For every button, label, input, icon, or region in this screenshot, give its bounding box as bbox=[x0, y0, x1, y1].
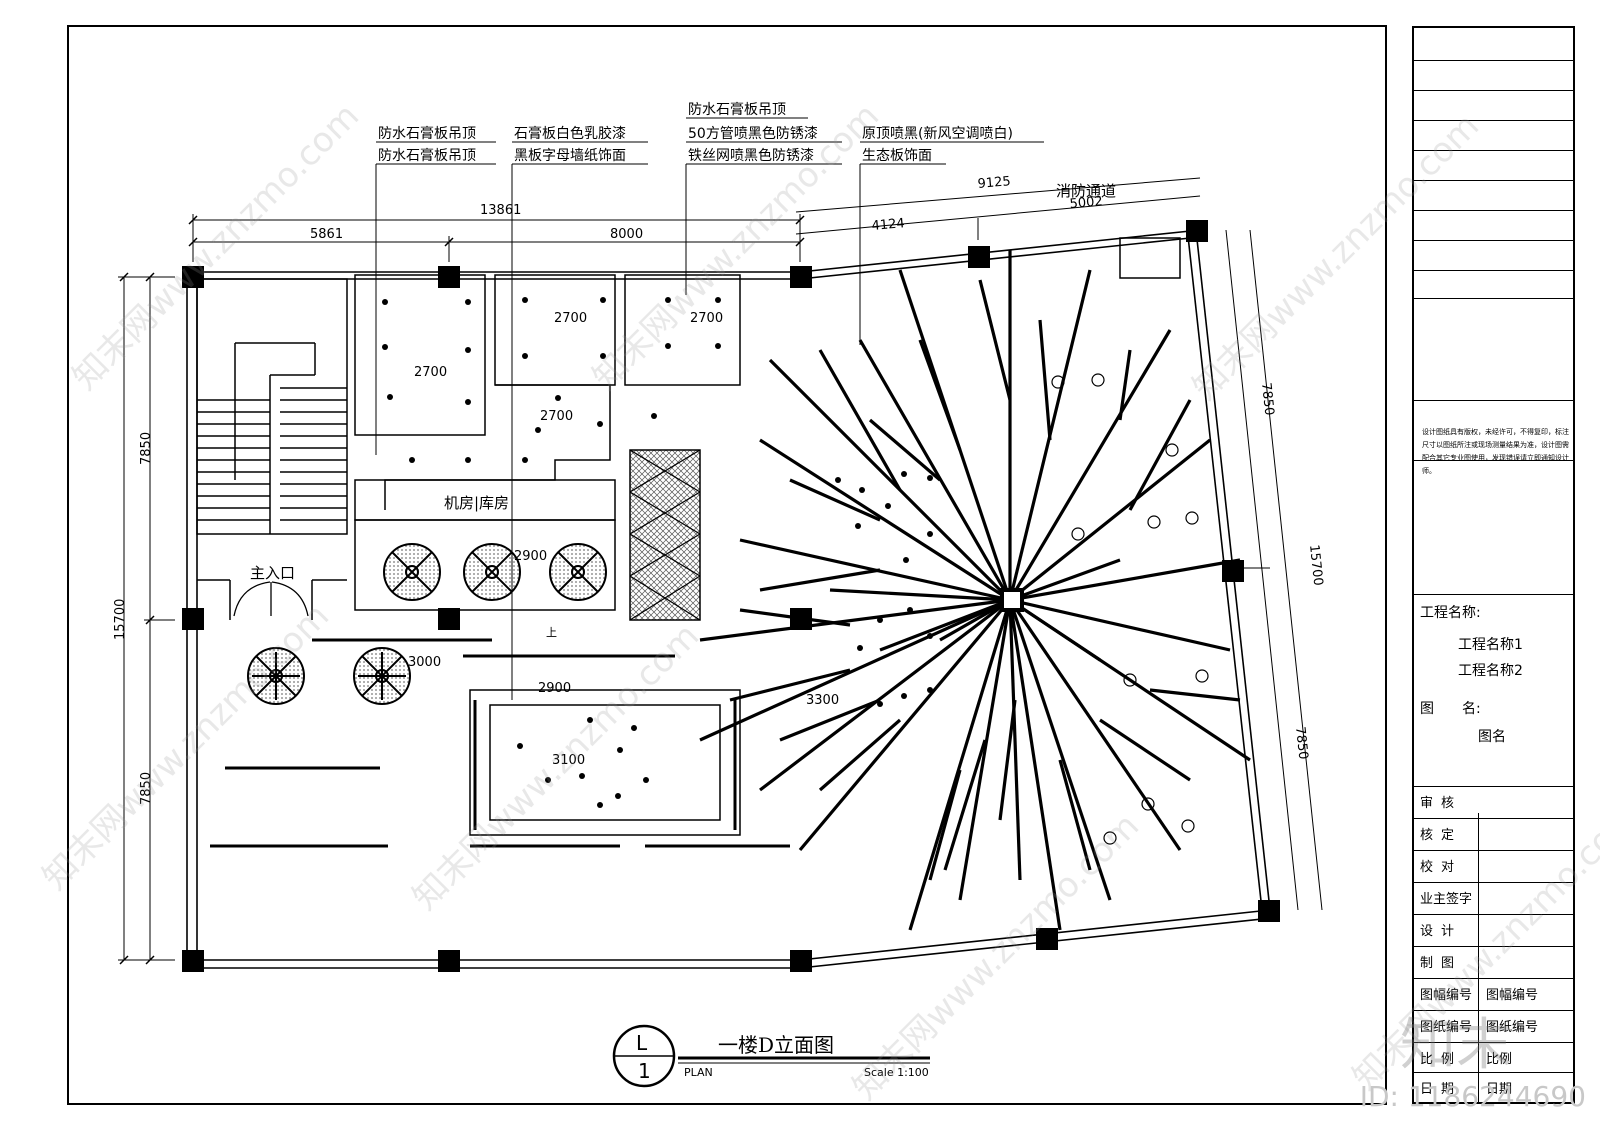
ceiling-fans bbox=[247, 543, 607, 705]
annotation-4-line2: 生态板饰面 bbox=[862, 148, 932, 164]
dim-right-total: 15700 bbox=[1306, 544, 1325, 587]
annotation-2-line2: 黑板字母墙纸饰面 bbox=[514, 148, 626, 164]
dim-left-upper: 7850 bbox=[139, 432, 154, 465]
dimension-lines bbox=[118, 177, 1323, 961]
row-label-drafting: 制图 bbox=[1420, 956, 1463, 971]
row-value-scale: 比例 bbox=[1486, 1052, 1513, 1067]
row-label-date: 日期 bbox=[1420, 1082, 1463, 1097]
machine-room-label: 机房|库房 bbox=[444, 494, 509, 512]
plan-label: PLAN bbox=[684, 1066, 713, 1079]
dim-top-left: 5861 bbox=[310, 227, 343, 242]
dim-left-total: 15700 bbox=[113, 599, 128, 640]
spot-lights bbox=[382, 297, 933, 808]
row-label-owner: 业主签字 bbox=[1420, 892, 1473, 907]
row-label-check: 校对 bbox=[1420, 860, 1463, 875]
row-label-drawing-no: 图纸编号 bbox=[1420, 1020, 1473, 1035]
height-label: 2900 bbox=[514, 549, 547, 564]
row-label-scale: 比例 bbox=[1420, 1052, 1463, 1067]
mesh-shaft-braces bbox=[629, 449, 701, 621]
height-label: 2700 bbox=[414, 365, 447, 380]
room-labels: 机房|库房 主入口 消防通道 上 bbox=[250, 182, 1116, 639]
drawing-frame bbox=[67, 25, 1387, 1105]
height-label: 2700 bbox=[540, 409, 573, 424]
title-symbol-top: L bbox=[636, 1031, 648, 1055]
dimension-labels: 13861 5861 8000 9125 4124 5002 7850 1570… bbox=[113, 174, 1325, 805]
height-label: 2700 bbox=[690, 311, 723, 326]
project-name-1: 工程名称1 bbox=[1458, 637, 1523, 653]
row-label-design: 设计 bbox=[1420, 924, 1463, 939]
dim-left-lower: 7850 bbox=[139, 772, 154, 805]
title-symbol-bottom: 1 bbox=[638, 1059, 651, 1083]
row-value-drawing-no: 图纸编号 bbox=[1486, 1020, 1539, 1035]
drawing-name: 图名 bbox=[1478, 729, 1506, 745]
dim-right-upper: 7850 bbox=[1258, 382, 1276, 416]
title-block: 设计图纸具有版权，未经许可，不得复印，标注尺寸以图纸所注或现场测量结果为准，设计… bbox=[1412, 26, 1575, 1104]
height-label: 3000 bbox=[408, 655, 441, 670]
height-label: 2700 bbox=[554, 311, 587, 326]
dim-top-total: 13861 bbox=[480, 203, 521, 218]
annotation-3-line2: 铁丝网喷黑色防锈漆 bbox=[688, 147, 814, 164]
row-label-review: 审核 bbox=[1420, 796, 1463, 811]
row-label-sheet-size: 图幅编号 bbox=[1420, 988, 1473, 1003]
scale-label: Scale 1:100 bbox=[864, 1066, 929, 1079]
height-label: 2900 bbox=[538, 681, 571, 696]
drawing-title-block: L 1 一楼D立面图 PLAN Scale 1:100 bbox=[612, 1024, 930, 1088]
dimension-ticks bbox=[119, 215, 805, 965]
drawing-title: 一楼D立面图 bbox=[718, 1033, 834, 1057]
project-label: 工程名称: bbox=[1420, 605, 1481, 621]
downlights bbox=[1051, 373, 1209, 845]
dim-top-right: 8000 bbox=[610, 227, 643, 242]
drawing-name-label: 图 名: bbox=[1420, 701, 1481, 717]
stair-up-label: 上 bbox=[546, 626, 557, 639]
height-label: 3100 bbox=[552, 753, 585, 768]
dim-angled-total: 9125 bbox=[977, 174, 1011, 192]
interior-rooms bbox=[196, 237, 1181, 836]
row-value-date: 日期 bbox=[1486, 1082, 1513, 1097]
annotation-2-line1: 石膏板白色乳胶漆 bbox=[514, 125, 626, 142]
row-label-approve: 核定 bbox=[1420, 828, 1463, 843]
annotation-3-line1: 50方管喷黑色防锈漆 bbox=[688, 125, 818, 142]
ceiling-heights: 2700 2700 2700 2700 2900 3000 2900 3100 … bbox=[408, 311, 839, 768]
dim-angled-left: 4124 bbox=[871, 216, 905, 234]
tree-ceiling-branches bbox=[699, 250, 1251, 931]
dim-right-lower: 7850 bbox=[1292, 726, 1310, 760]
annotation-4-line1: 原顶喷黑(新风空调喷白) bbox=[862, 126, 1013, 142]
main-entrance-label: 主入口 bbox=[250, 564, 295, 582]
annotation-1-line2: 防水石膏板吊顶 bbox=[378, 147, 476, 164]
structural-columns bbox=[182, 220, 1280, 972]
annotation-leaders bbox=[375, 117, 1044, 700]
entrance-doors bbox=[233, 581, 309, 617]
watermark-logo: 知末 bbox=[1400, 1013, 1512, 1078]
track-lights bbox=[210, 638, 790, 848]
dim-angled-right: 5002 bbox=[1069, 194, 1103, 212]
material-annotations: 防水石膏板吊顶 防水石膏板吊顶 石膏板白色乳胶漆 黑板字母墙纸饰面 防水石膏板吊… bbox=[378, 101, 1013, 164]
row-value-sheet-size: 图幅编号 bbox=[1486, 988, 1539, 1003]
copyright-notes: 设计图纸具有版权，未经许可，不得复印，标注尺寸以图纸所注或现场测量结果为准，设计… bbox=[1422, 428, 1569, 475]
building-outline bbox=[186, 229, 1273, 969]
watermark-id: ID: 1186244690 bbox=[1359, 1080, 1586, 1113]
project-name-2: 工程名称2 bbox=[1458, 663, 1523, 679]
fire-exit-label: 消防通道 bbox=[1056, 182, 1116, 200]
height-label: 3300 bbox=[806, 693, 839, 708]
annotation-3-line0: 防水石膏板吊顶 bbox=[688, 101, 786, 118]
annotation-1-line1: 防水石膏板吊顶 bbox=[378, 125, 476, 142]
